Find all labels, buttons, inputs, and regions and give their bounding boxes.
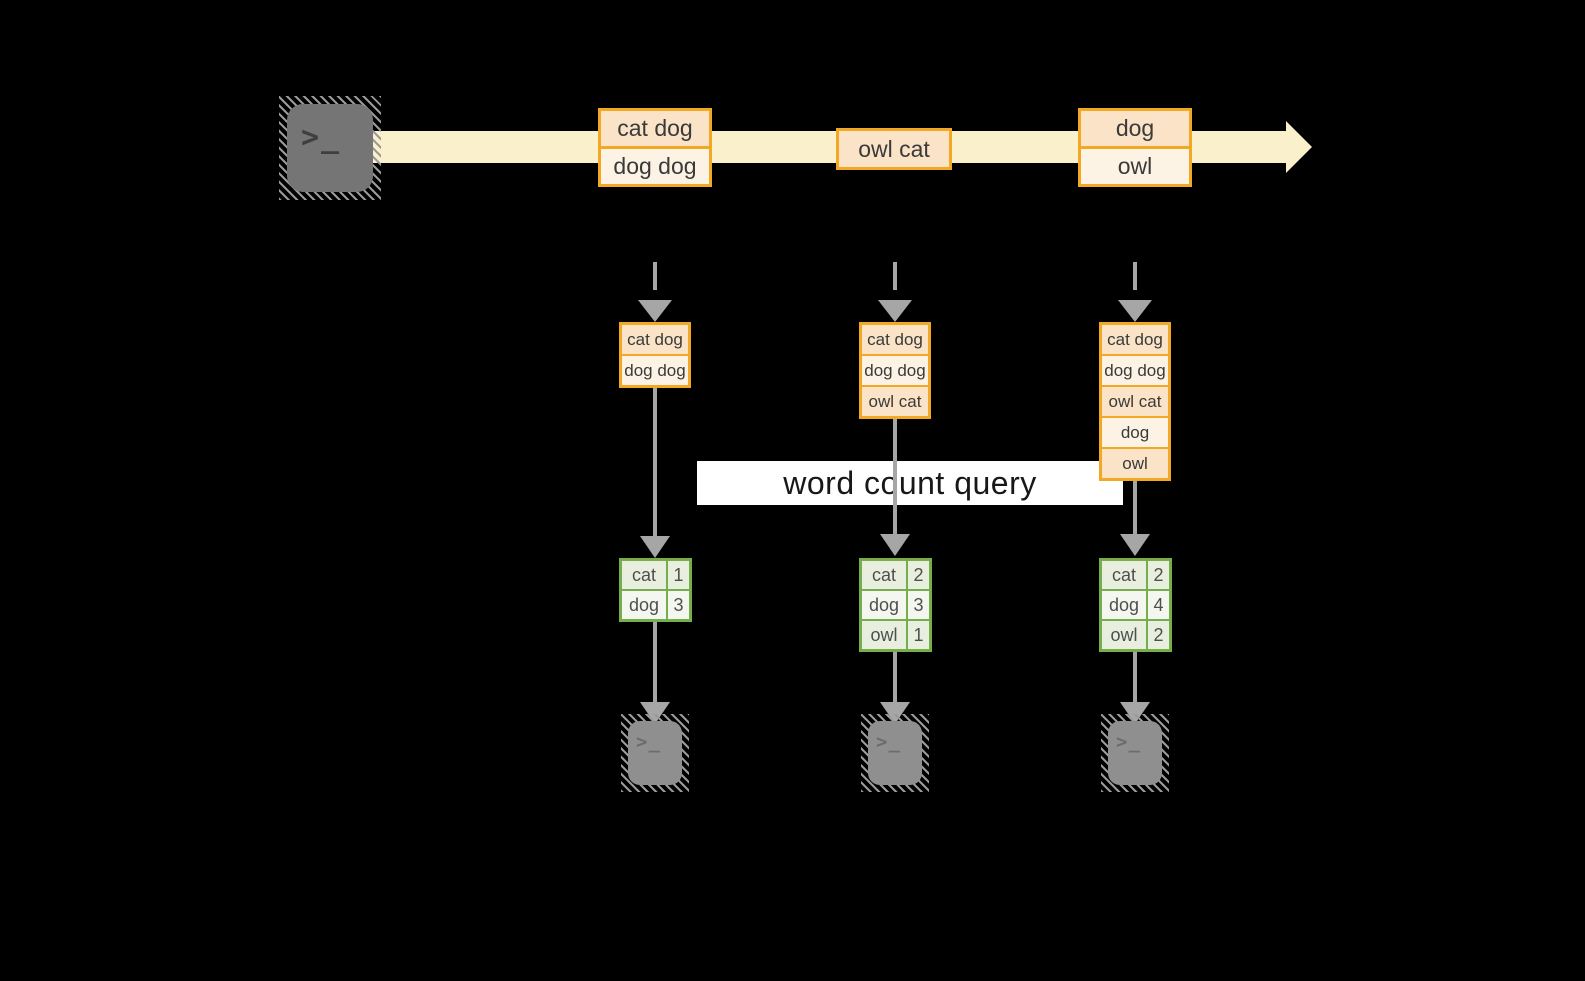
state-row: cat dog <box>862 325 928 354</box>
count-table-1: cat 1 dog 3 <box>619 558 692 622</box>
count-word: cat <box>862 561 906 589</box>
state-row: dog <box>1102 418 1168 447</box>
terminal-prompt-icon: >_ <box>636 731 661 753</box>
state-row: owl <box>1102 449 1168 478</box>
arrow-2b-line <box>893 652 897 704</box>
event-text: dog dog <box>601 149 709 184</box>
state-row: dog dog <box>1102 356 1168 385</box>
state-row: cat dog <box>622 325 688 354</box>
dashed-arrowhead-1-icon <box>638 300 672 322</box>
count-word: dog <box>862 591 906 619</box>
arrow-2-line <box>893 419 897 536</box>
event-text: cat dog <box>601 111 709 146</box>
count-value: 3 <box>668 591 689 619</box>
arrow-1-line <box>653 388 657 536</box>
terminal-prompt-icon: >_ <box>301 120 342 155</box>
state-box-2: cat dog dog dog owl cat <box>859 322 931 419</box>
dashed-arrowhead-3-icon <box>1118 300 1152 322</box>
count-word: dog <box>1102 591 1146 619</box>
count-table-3: cat 2 dog 4 owl 2 <box>1099 558 1172 652</box>
sink-terminal-2-hatch: >_ <box>861 714 929 792</box>
count-value: 2 <box>908 561 929 589</box>
query-label: word count query <box>697 461 1123 505</box>
count-value: 1 <box>668 561 689 589</box>
stream-event-box-2: owl cat <box>836 128 952 170</box>
terminal-icon: >_ <box>287 104 373 192</box>
arrow-3-head-icon <box>1120 534 1150 556</box>
stream-event-box-3: dog owl <box>1078 108 1192 187</box>
event-text: owl cat <box>839 131 949 167</box>
count-value: 3 <box>908 591 929 619</box>
terminal-icon: >_ <box>1108 721 1162 785</box>
event-text: owl <box>1081 149 1189 184</box>
count-value: 2 <box>1148 621 1169 649</box>
count-word: dog <box>622 591 666 619</box>
state-box-3: cat dog dog dog owl cat dog owl <box>1099 322 1171 481</box>
count-table-2: cat 2 dog 3 owl 1 <box>859 558 932 652</box>
arrow-3b-line <box>1133 652 1137 704</box>
terminal-icon: >_ <box>868 721 922 785</box>
count-word: owl <box>1102 621 1146 649</box>
count-value: 1 <box>908 621 929 649</box>
state-row: owl cat <box>862 387 928 416</box>
dashed-arrow-1 <box>653 262 657 300</box>
arrow-1b-line <box>653 622 657 704</box>
arrow-1-head-icon <box>640 536 670 558</box>
event-text: dog <box>1081 111 1189 146</box>
terminal-icon: >_ <box>628 721 682 785</box>
dashed-arrowhead-2-icon <box>878 300 912 322</box>
stream-event-box-1: cat dog dog dog <box>598 108 712 187</box>
stream-arrowhead-icon <box>1286 121 1312 173</box>
count-word: cat <box>1102 561 1146 589</box>
state-row: dog dog <box>862 356 928 385</box>
terminal-prompt-icon: >_ <box>876 731 901 753</box>
state-box-1: cat dog dog dog <box>619 322 691 388</box>
state-row: owl cat <box>1102 387 1168 416</box>
sink-terminal-1-hatch: >_ <box>621 714 689 792</box>
count-word: owl <box>862 621 906 649</box>
dashed-arrow-2 <box>893 262 897 300</box>
source-terminal-hatch: >_ <box>279 96 381 200</box>
sink-terminal-3-hatch: >_ <box>1101 714 1169 792</box>
count-value: 2 <box>1148 561 1169 589</box>
state-row: cat dog <box>1102 325 1168 354</box>
arrow-2-head-icon <box>880 534 910 556</box>
state-row: dog dog <box>622 356 688 385</box>
dashed-arrow-3 <box>1133 262 1137 300</box>
count-value: 4 <box>1148 591 1169 619</box>
count-word: cat <box>622 561 666 589</box>
arrow-3-line <box>1133 481 1137 536</box>
terminal-prompt-icon: >_ <box>1116 731 1141 753</box>
